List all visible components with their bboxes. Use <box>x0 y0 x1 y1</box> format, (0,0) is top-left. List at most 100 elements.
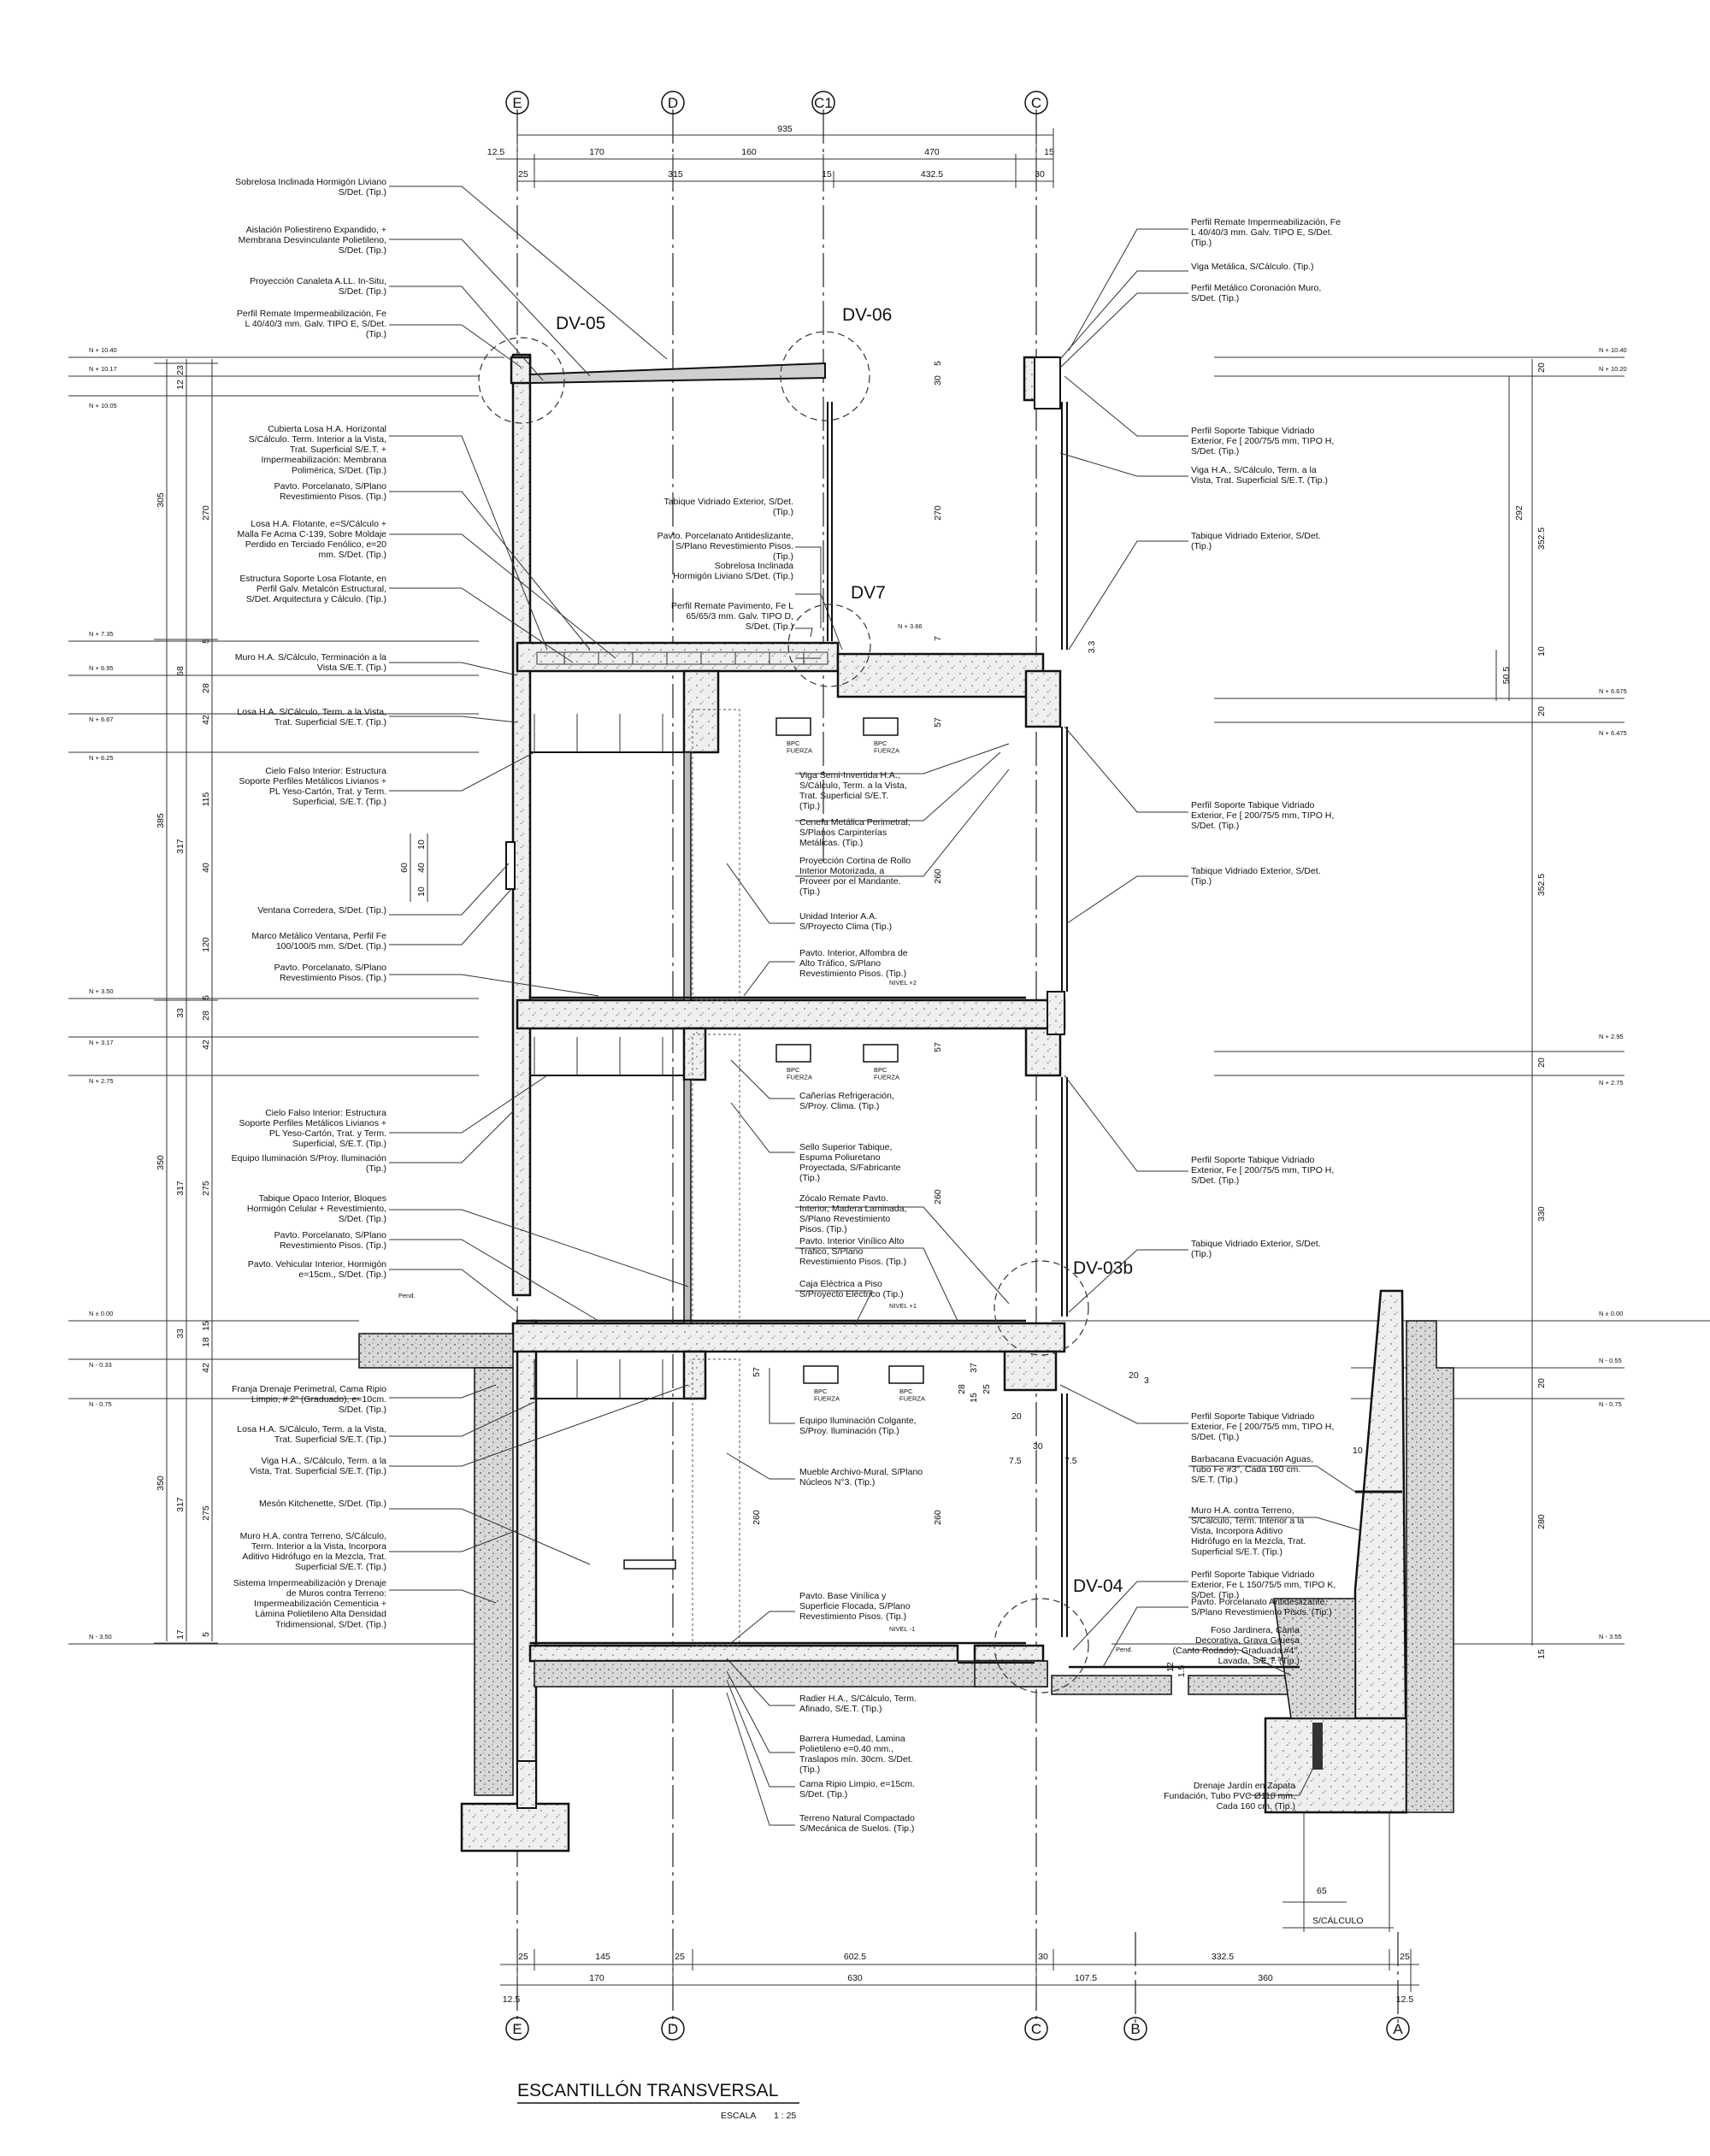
dim-top-r2-1: 315 <box>668 169 683 180</box>
note-mid-0: Tabique Vidriado Exterior, S/Det.(Tip.) <box>663 497 793 517</box>
dim-mid-10: 57 <box>752 1367 762 1377</box>
drawing-title: ESCANTILLÓN TRANSVERSAL <box>517 2081 778 2100</box>
dim-left-inner-5: 28 <box>201 683 211 693</box>
soil-right-1 <box>974 1660 1048 1688</box>
note-right-1: Viga Metálica, S/Cálculo. (Tip.) <box>1191 262 1314 272</box>
dim-left-inner-12: 28 <box>201 1010 211 1021</box>
dim-misc-5: 20 <box>1011 1411 1022 1422</box>
dim-right-misc-0: 3.3 <box>1087 641 1097 654</box>
detail-label-dv05: DV-05 <box>556 314 605 333</box>
detail-label-dv03b: DV-03b <box>1073 1258 1133 1278</box>
dim-left-inner-8: 317 <box>175 839 186 854</box>
note-left-22: Mesón Kitchenette, S/Det. (Tip.) <box>259 1499 386 1509</box>
beam-level-1-c <box>1003 1350 1058 1392</box>
dim-right-9: 280 <box>1536 1514 1547 1529</box>
grid-label-bottom-d: D <box>668 2021 678 2037</box>
note-mid-9: Cañerías Refrigeración,S/Proy. Clima. (T… <box>799 1091 894 1111</box>
note-right-12: Muro H.A. contra Terreno,S/Cálculo, Term… <box>1191 1505 1306 1557</box>
dim-bot-r3-1: 12.5 <box>1396 1994 1414 2005</box>
level-left-1: N + 10.17 <box>89 365 117 373</box>
dim-bot-r2-2: 107.5 <box>1075 1973 1097 1983</box>
dim-right-6: 20 <box>1536 1057 1547 1068</box>
slab-basement <box>528 1644 959 1663</box>
dim-bot-r2-1: 630 <box>847 1973 863 1983</box>
dim-left-inner-6: 42 <box>201 715 211 725</box>
dim-right-3: 10 <box>1536 646 1547 657</box>
soil-below-slab <box>534 1660 1048 1688</box>
dim-misc-8: 7.5 <box>1009 1456 1022 1466</box>
scale-value: 1 : 25 <box>774 2111 796 2121</box>
note-left-2: Proyección Canaleta A.LL. In-Situ,S/Det.… <box>250 276 386 297</box>
dim-left-inner-9: 40 <box>201 863 211 873</box>
roof-overlay-sloped <box>529 362 826 385</box>
dim-top-r1-2: 160 <box>741 147 757 157</box>
level-left-9: N + 2.75 <box>89 1077 114 1085</box>
dim-left-inner-20: 275 <box>201 1505 211 1521</box>
beam-level-3-c <box>1024 669 1062 728</box>
dim-left-inner-13: 5 <box>201 995 211 1000</box>
dim-top-r1-1: 170 <box>589 147 604 157</box>
level-left-2: N + 10.05 <box>89 402 117 409</box>
level-left-8: N + 3.17 <box>89 1039 114 1046</box>
level-right-7: N - 0.55 <box>1599 1357 1622 1364</box>
note-right-5: Tabique Vidriado Exterior, S/Det.(Tip.) <box>1191 531 1321 551</box>
glass-top-right <box>1034 356 1061 409</box>
dim-bot-r1-5: 332.5 <box>1212 1952 1234 1962</box>
note-left-20: Losa H.A. S/Cálculo, Term. a la Vista,Tr… <box>237 1424 386 1445</box>
note-mid-11: Zócalo Remate Pavto.Interior, Madera Lam… <box>799 1193 907 1234</box>
note-left-15: Equipo Iluminación S/Proy. Iluminación(T… <box>232 1153 386 1174</box>
dim-left-inner-23: 33 <box>175 1328 186 1339</box>
beam-level-2-d <box>682 1027 707 1081</box>
note-right-2: Perfil Metálico Coronación Muro,S/Det. (… <box>1191 283 1321 303</box>
beam-level-1-d <box>682 1350 707 1400</box>
note-left-1: Aislación Poliestireno Expandido, +Membr… <box>239 225 386 256</box>
footing-right <box>1264 1717 1408 1814</box>
dim-left-inner-0: 12 <box>175 380 186 390</box>
level-left-0: N + 10.40 <box>89 346 117 354</box>
dim-misc-11: 25 <box>982 1384 992 1394</box>
note-mid-1: Pavto. Porcelanato Antideslizante,S/Plan… <box>657 531 793 562</box>
note-right-11: Barbacana Evacuación Aguas,Tubo Fe #3", … <box>1191 1454 1313 1485</box>
level-left-7: N + 3.50 <box>89 987 114 995</box>
dimension-chain-left: 305 385 350 350 12 23 270 5 68 28 42 115… <box>154 359 428 1644</box>
archive-cabinet-b <box>692 1358 740 1646</box>
pend-label-right: Pend. <box>1116 1646 1133 1653</box>
soil-planter-gravel <box>1273 1598 1356 1719</box>
dimension-chain-top: 935 12.5 170 160 470 15 25 315 15 432.5 … <box>487 124 1054 188</box>
level-right-5: N + 2.75 <box>1599 1079 1624 1087</box>
parapet-left <box>510 356 532 385</box>
detail-label-dv06: DV-06 <box>842 305 892 325</box>
dim-bot-r2-3: 360 <box>1258 1973 1273 1983</box>
dim-left-outer-1: 385 <box>156 813 166 828</box>
dim-top-r2-2: 15 <box>822 169 832 180</box>
dim-mid-12: 260 <box>933 1510 943 1525</box>
dim-mid-1: 30 <box>933 375 943 386</box>
nivel-label-b: NIVEL -1 <box>889 1625 915 1633</box>
grid-label-bottom-a: A <box>1393 2021 1403 2037</box>
dim-top-r1-4: 15 <box>1044 147 1054 157</box>
dim-mid-5: 57 <box>933 717 943 728</box>
dimension-chain-bottom: 25 145 25 602.5 30 332.5 25 170 630 107.… <box>500 1949 1419 2005</box>
detail-label-dv7: DV7 <box>851 583 886 603</box>
dim-mid-2: 270 <box>933 505 943 521</box>
dim-left-inner-18: 15 <box>201 1321 211 1331</box>
